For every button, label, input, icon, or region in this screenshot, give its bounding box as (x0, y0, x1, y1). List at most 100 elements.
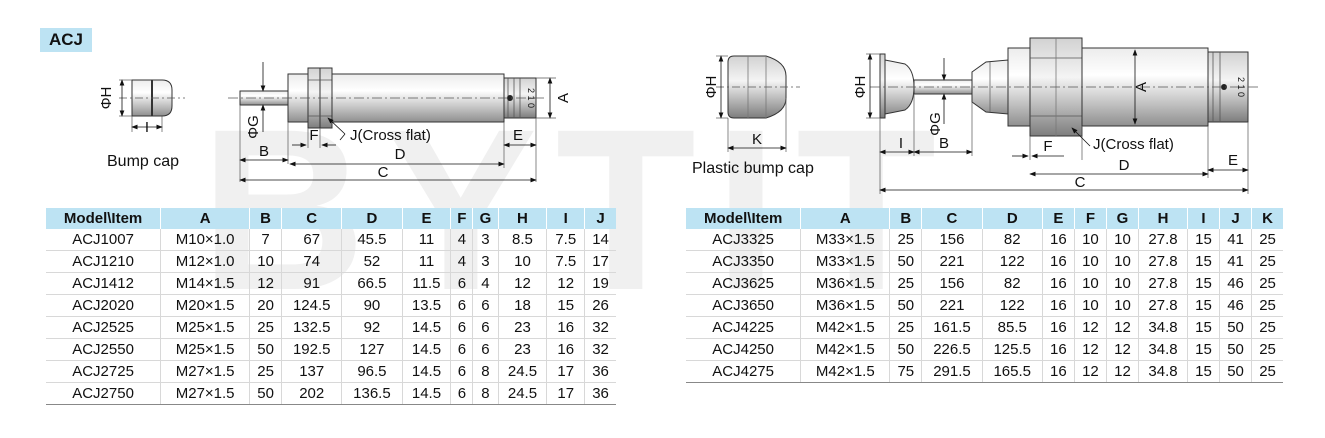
left-drawing: ΦH I Bump cap 2 1 0 A ΦG (98, 62, 572, 183)
value-cell: 10 (1106, 250, 1140, 273)
value-cell: 156 (921, 272, 983, 295)
column-header: J (584, 208, 616, 229)
value-cell: 221 (921, 250, 983, 273)
plastic-cap-caption: Plastic bump cap (692, 160, 814, 177)
model-cell: ACJ4225 (686, 316, 802, 339)
value-cell: 10 (1074, 229, 1107, 251)
value-cell: M14×1.5 (160, 272, 251, 295)
dim-label-j: J(Cross flat) (350, 127, 431, 144)
dim-label-phi-h: ΦH (98, 87, 115, 110)
value-cell: M27×1.5 (160, 382, 251, 405)
scale-marks-right: 2 1 0 (1236, 77, 1246, 97)
value-cell: 26 (584, 294, 616, 317)
value-cell: 4 (472, 272, 499, 295)
value-cell: 23 (498, 338, 548, 361)
value-cell: 8 (472, 382, 499, 405)
value-cell: 15 (1187, 250, 1221, 273)
model-cell: ACJ1007 (46, 229, 162, 251)
value-cell: 50 (889, 250, 923, 273)
value-cell: 14.5 (402, 338, 452, 361)
value-cell: 75 (889, 360, 923, 383)
value-cell: 32 (584, 316, 616, 339)
value-cell: 15 (1187, 229, 1221, 251)
dim-label-i-right: I (899, 135, 903, 152)
dim-label-b-right: B (939, 135, 949, 152)
value-cell: 16 (1042, 360, 1075, 383)
value-cell: 25 (1251, 316, 1283, 339)
value-cell: 14.5 (402, 316, 452, 339)
column-header: Model\Item (46, 208, 162, 229)
dim-label-phi-g: ΦG (245, 115, 262, 139)
value-cell: 27.8 (1138, 229, 1188, 251)
value-cell: 17 (546, 382, 586, 405)
model-cell: ACJ2525 (46, 316, 162, 339)
column-header: D (341, 208, 403, 229)
value-cell: 226.5 (921, 338, 983, 361)
value-cell: 161.5 (921, 316, 983, 339)
value-cell: 50 (249, 382, 283, 405)
value-cell: 3 (472, 250, 499, 273)
column-header: Model\Item (686, 208, 802, 229)
value-cell: 36 (584, 382, 616, 405)
section-badge: ACJ (40, 28, 92, 52)
value-cell: 291.5 (921, 360, 983, 383)
value-cell: M36×1.5 (800, 272, 891, 295)
value-cell: 15 (1187, 316, 1221, 339)
value-cell: 165.5 (982, 360, 1043, 383)
value-cell: 41 (1219, 229, 1253, 251)
value-cell: 124.5 (281, 294, 343, 317)
value-cell: 14.5 (402, 360, 452, 383)
value-cell: 23 (498, 316, 548, 339)
value-cell: M42×1.5 (800, 316, 891, 339)
value-cell: 24.5 (498, 382, 548, 405)
dim-label-e-right: E (1228, 152, 1238, 169)
value-cell: 82 (982, 229, 1043, 251)
model-cell: ACJ1210 (46, 250, 162, 273)
value-cell: 25 (889, 316, 923, 339)
value-cell: M33×1.5 (800, 229, 891, 251)
value-cell: M27×1.5 (160, 360, 251, 383)
value-cell: 7 (249, 229, 283, 251)
value-cell: 122 (982, 294, 1043, 317)
column-header: K (1251, 208, 1283, 229)
value-cell: 7.5 (546, 250, 586, 273)
dim-label-phi-h-cap: ΦH (703, 76, 720, 99)
dim-label-k: K (752, 131, 762, 148)
model-cell: ACJ3625 (686, 272, 802, 295)
value-cell: 12 (1106, 360, 1140, 383)
model-cell: ACJ1412 (46, 272, 162, 295)
column-header: C (921, 208, 983, 229)
value-cell: M25×1.5 (160, 338, 251, 361)
value-cell: 6 (472, 294, 499, 317)
value-cell: 14 (584, 229, 616, 251)
dim-label-f: F (309, 127, 318, 144)
value-cell: 34.8 (1138, 360, 1188, 383)
value-cell: 12 (1074, 338, 1107, 361)
column-header: F (1074, 208, 1107, 229)
column-header: H (1138, 208, 1188, 229)
value-cell: 16 (1042, 294, 1075, 317)
value-cell: 15 (1187, 272, 1221, 295)
value-cell: 17 (584, 250, 616, 273)
value-cell: 12 (249, 272, 283, 295)
dim-label-a-right: A (1133, 82, 1150, 92)
value-cell: 16 (1042, 229, 1075, 251)
value-cell: 10 (1106, 272, 1140, 295)
model-cell: ACJ2725 (46, 360, 162, 383)
value-cell: 12 (1106, 338, 1140, 361)
value-cell: 156 (921, 229, 983, 251)
value-cell: 10 (1106, 229, 1140, 251)
value-cell: 50 (889, 294, 923, 317)
value-cell: 10 (1106, 294, 1140, 317)
value-cell: 12 (498, 272, 548, 295)
value-cell: 6 (450, 338, 474, 361)
value-cell: 15 (1187, 294, 1221, 317)
value-cell: M25×1.5 (160, 316, 251, 339)
value-cell: 16 (1042, 250, 1075, 273)
